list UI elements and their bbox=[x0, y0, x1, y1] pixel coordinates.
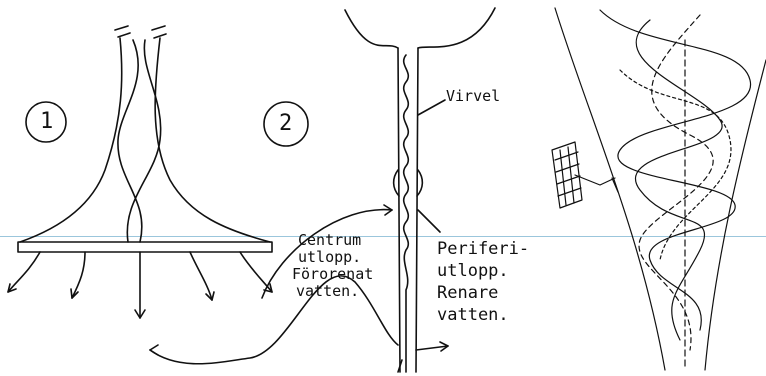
figure1-funnel bbox=[8, 26, 272, 318]
label-vortex: Virvel bbox=[446, 88, 500, 104]
peripheral-outlet-line-1: Periferi- bbox=[437, 240, 529, 258]
peripheral-outlet-line-2: utlopp. bbox=[437, 262, 509, 280]
peripheral-outlet-line-4: vatten. bbox=[437, 306, 509, 324]
center-outlet-line-1: Centrum bbox=[298, 232, 361, 248]
center-outlet-line-3: Förorenat bbox=[292, 266, 373, 282]
figure3-cone bbox=[552, 8, 766, 370]
center-outlet-line-2: utlopp. bbox=[298, 249, 361, 265]
figure2-number: 2 bbox=[279, 112, 292, 136]
peripheral-outlet-line-3: Renare bbox=[437, 284, 498, 302]
figure1-number: 1 bbox=[40, 110, 53, 134]
center-outlet-line-4: vatten. bbox=[296, 283, 359, 299]
